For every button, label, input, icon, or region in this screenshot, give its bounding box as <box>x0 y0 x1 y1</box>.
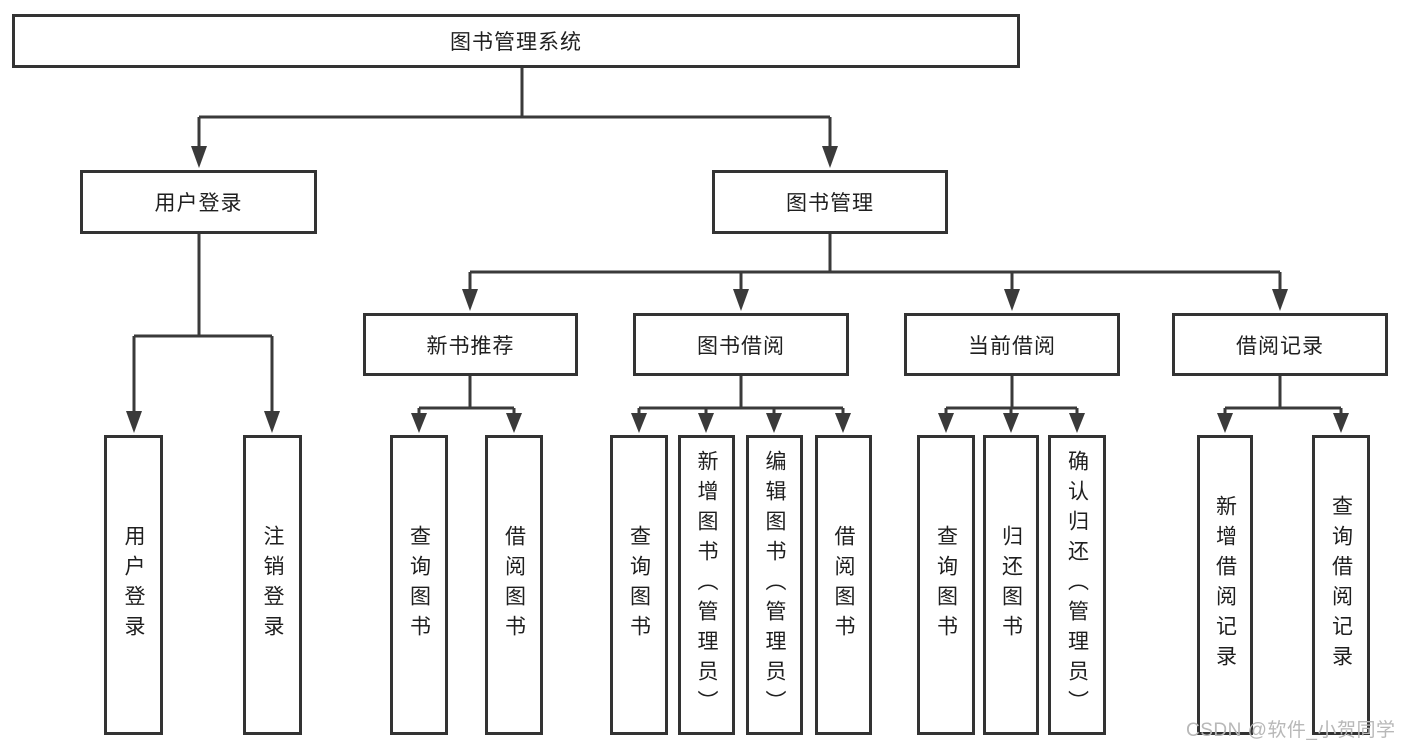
node-new-book-recommend: 新书推荐 <box>363 313 578 376</box>
leaf-return-book: 归还图书 <box>983 435 1039 735</box>
leaf-query-borrow-record: 查询借阅记录 <box>1312 435 1370 735</box>
leaf-add-borrow-record: 新增借阅记录 <box>1197 435 1253 735</box>
leaf-logout: 注销登录 <box>243 435 302 735</box>
leaf-borrow-books-2: 借阅图书 <box>815 435 872 735</box>
node-book-management: 图书管理 <box>712 170 948 234</box>
leaf-borrow-books-1: 借阅图书 <box>485 435 543 735</box>
watermark: CSDN @软件_小贺同学 <box>1186 720 1396 741</box>
leaf-user-login: 用户登录 <box>104 435 163 735</box>
leaf-query-books-1: 查询图书 <box>390 435 448 735</box>
node-borrow-records: 借阅记录 <box>1172 313 1388 376</box>
node-user-login: 用户登录 <box>80 170 317 234</box>
leaf-confirm-return-admin: 确认归还（管理员） <box>1048 435 1106 735</box>
leaf-edit-book-admin: 编辑图书（管理员） <box>746 435 803 735</box>
node-current-borrow: 当前借阅 <box>904 313 1120 376</box>
leaf-add-book-admin: 新增图书（管理员） <box>678 435 735 735</box>
node-root: 图书管理系统 <box>12 14 1020 68</box>
leaf-query-books-3: 查询图书 <box>917 435 975 735</box>
node-book-borrow: 图书借阅 <box>633 313 849 376</box>
leaf-query-books-2: 查询图书 <box>610 435 668 735</box>
